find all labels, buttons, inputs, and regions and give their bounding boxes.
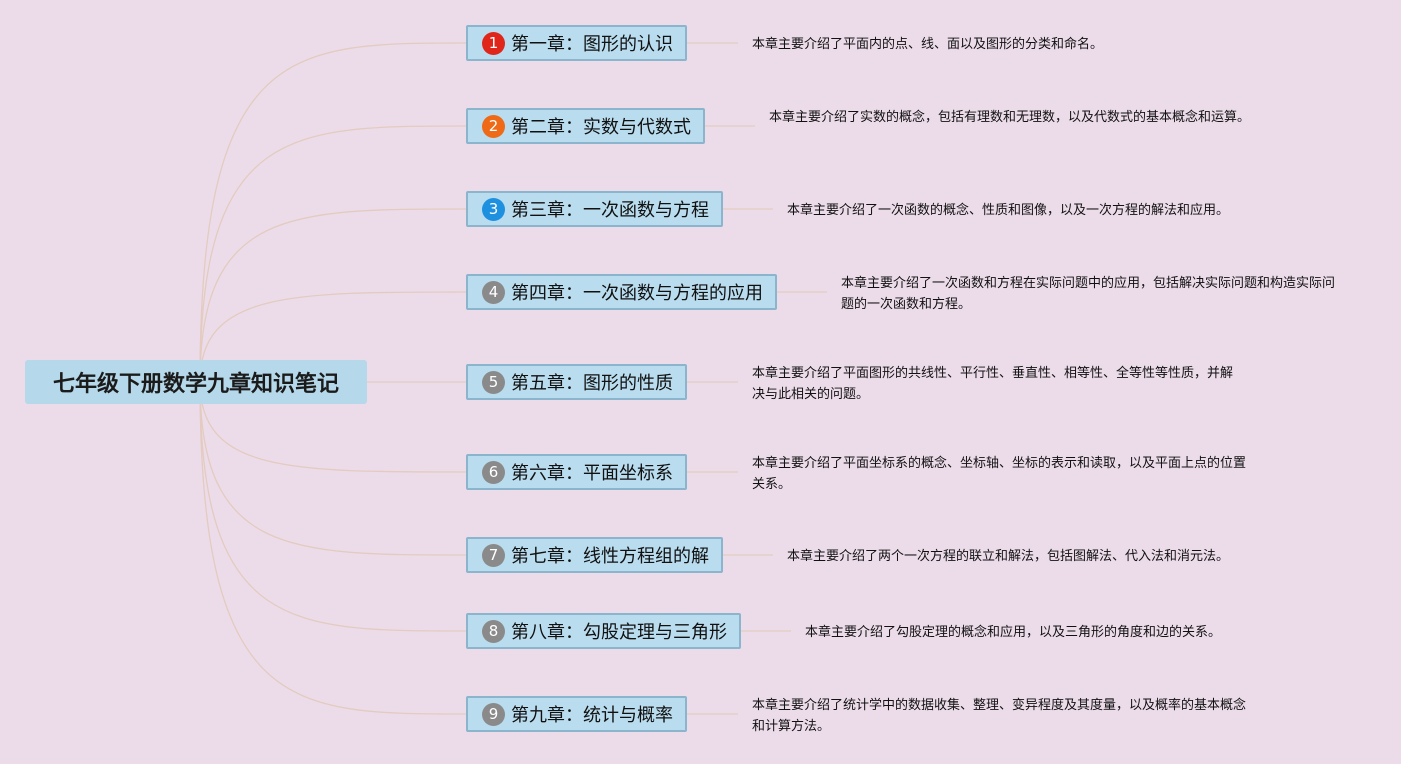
chapter-4-note: 本章主要介绍了一次函数和方程在实际问题中的应用，包括解决实际问题和构造实际问题的… <box>841 276 1336 312</box>
chapter-5-note: 本章主要介绍了平面图形的共线性、平行性、垂直性、相等性、全等性等性质，并解决与此… <box>752 366 1234 402</box>
chapter-7-title: 第七章：线性方程组的解 <box>511 546 709 567</box>
chapter-8-note: 本章主要介绍了勾股定理的概念和应用，以及三角形的角度和边的关系。 <box>805 625 1222 640</box>
chapter-2-title: 第二章：实数与代数式 <box>511 117 691 138</box>
root-topic[interactable]: 七年级下册数学九章知识笔记 <box>25 360 367 404</box>
chapter-3-node[interactable]: 3 第三章：一次函数与方程 <box>466 191 723 227</box>
chapter-6-title: 第六章：平面坐标系 <box>511 463 673 484</box>
chapter-6-note: 本章主要介绍了平面坐标系的概念、坐标轴、坐标的表示和读取，以及平面上点的位置关系… <box>752 456 1247 492</box>
branch-line <box>199 125 467 383</box>
chapter-1-node[interactable]: 1 第一章：图形的认识 <box>466 25 687 61</box>
branch-line <box>199 42 467 383</box>
chapter-9-title: 第九章：统计与概率 <box>511 705 673 726</box>
chapter-2-node[interactable]: 2 第二章：实数与代数式 <box>466 108 705 144</box>
number-7-icon: 7 <box>482 543 505 567</box>
chapter-1-title: 第一章：图形的认识 <box>511 34 673 55</box>
number-9-icon: 9 <box>482 702 505 726</box>
chapter-4-title: 第四章：一次函数与方程的应用 <box>511 283 763 304</box>
number-4-icon: 4 <box>482 280 505 304</box>
chapter-9-note: 本章主要介绍了统计学中的数据收集、整理、变异程度及其度量，以及概率的基本概念和计… <box>752 698 1247 734</box>
chapter-7-note: 本章主要介绍了两个一次方程的联立和解法，包括图解法、代入法和消元法。 <box>787 549 1230 564</box>
chapter-3-title: 第三章：一次函数与方程 <box>511 200 709 221</box>
chapter-6-node[interactable]: 6 第六章：平面坐标系 <box>466 454 687 490</box>
root-title: 七年级下册数学九章知识笔记 <box>52 372 339 397</box>
chapter-8-title: 第八章：勾股定理与三角形 <box>511 622 727 643</box>
number-1-icon: 1 <box>482 31 505 55</box>
chapter-8-node[interactable]: 8 第八章：勾股定理与三角形 <box>466 613 741 649</box>
chapter-3-note: 本章主要介绍了一次函数的概念、性质和图像，以及一次方程的解法和应用。 <box>787 203 1230 218</box>
chapter-2-note: 本章主要介绍了实数的概念，包括有理数和无理数，以及代数式的基本概念和运算。 <box>769 110 1251 125</box>
number-3-icon: 3 <box>482 197 505 221</box>
number-2-icon: 2 <box>482 114 505 138</box>
chapter-9-node[interactable]: 9 第九章：统计与概率 <box>466 696 687 732</box>
branch-line <box>199 381 467 632</box>
chapter-7-node[interactable]: 7 第七章：线性方程组的解 <box>466 537 723 573</box>
chapter-1-note: 本章主要介绍了平面内的点、线、面以及图形的分类和命名。 <box>752 37 1104 52</box>
chapter-5-node[interactable]: 5 第五章：图形的性质 <box>466 364 687 400</box>
branch-line <box>199 381 467 473</box>
branch-line <box>199 208 467 383</box>
branch-line <box>199 381 467 715</box>
number-8-icon: 8 <box>482 619 505 643</box>
number-5-icon: 5 <box>482 370 505 394</box>
branch-line <box>199 381 467 556</box>
chapter-4-node[interactable]: 4 第四章：一次函数与方程的应用 <box>466 274 777 310</box>
number-6-icon: 6 <box>482 460 505 484</box>
branch-line <box>199 291 467 383</box>
chapter-5-title: 第五章：图形的性质 <box>511 373 673 394</box>
